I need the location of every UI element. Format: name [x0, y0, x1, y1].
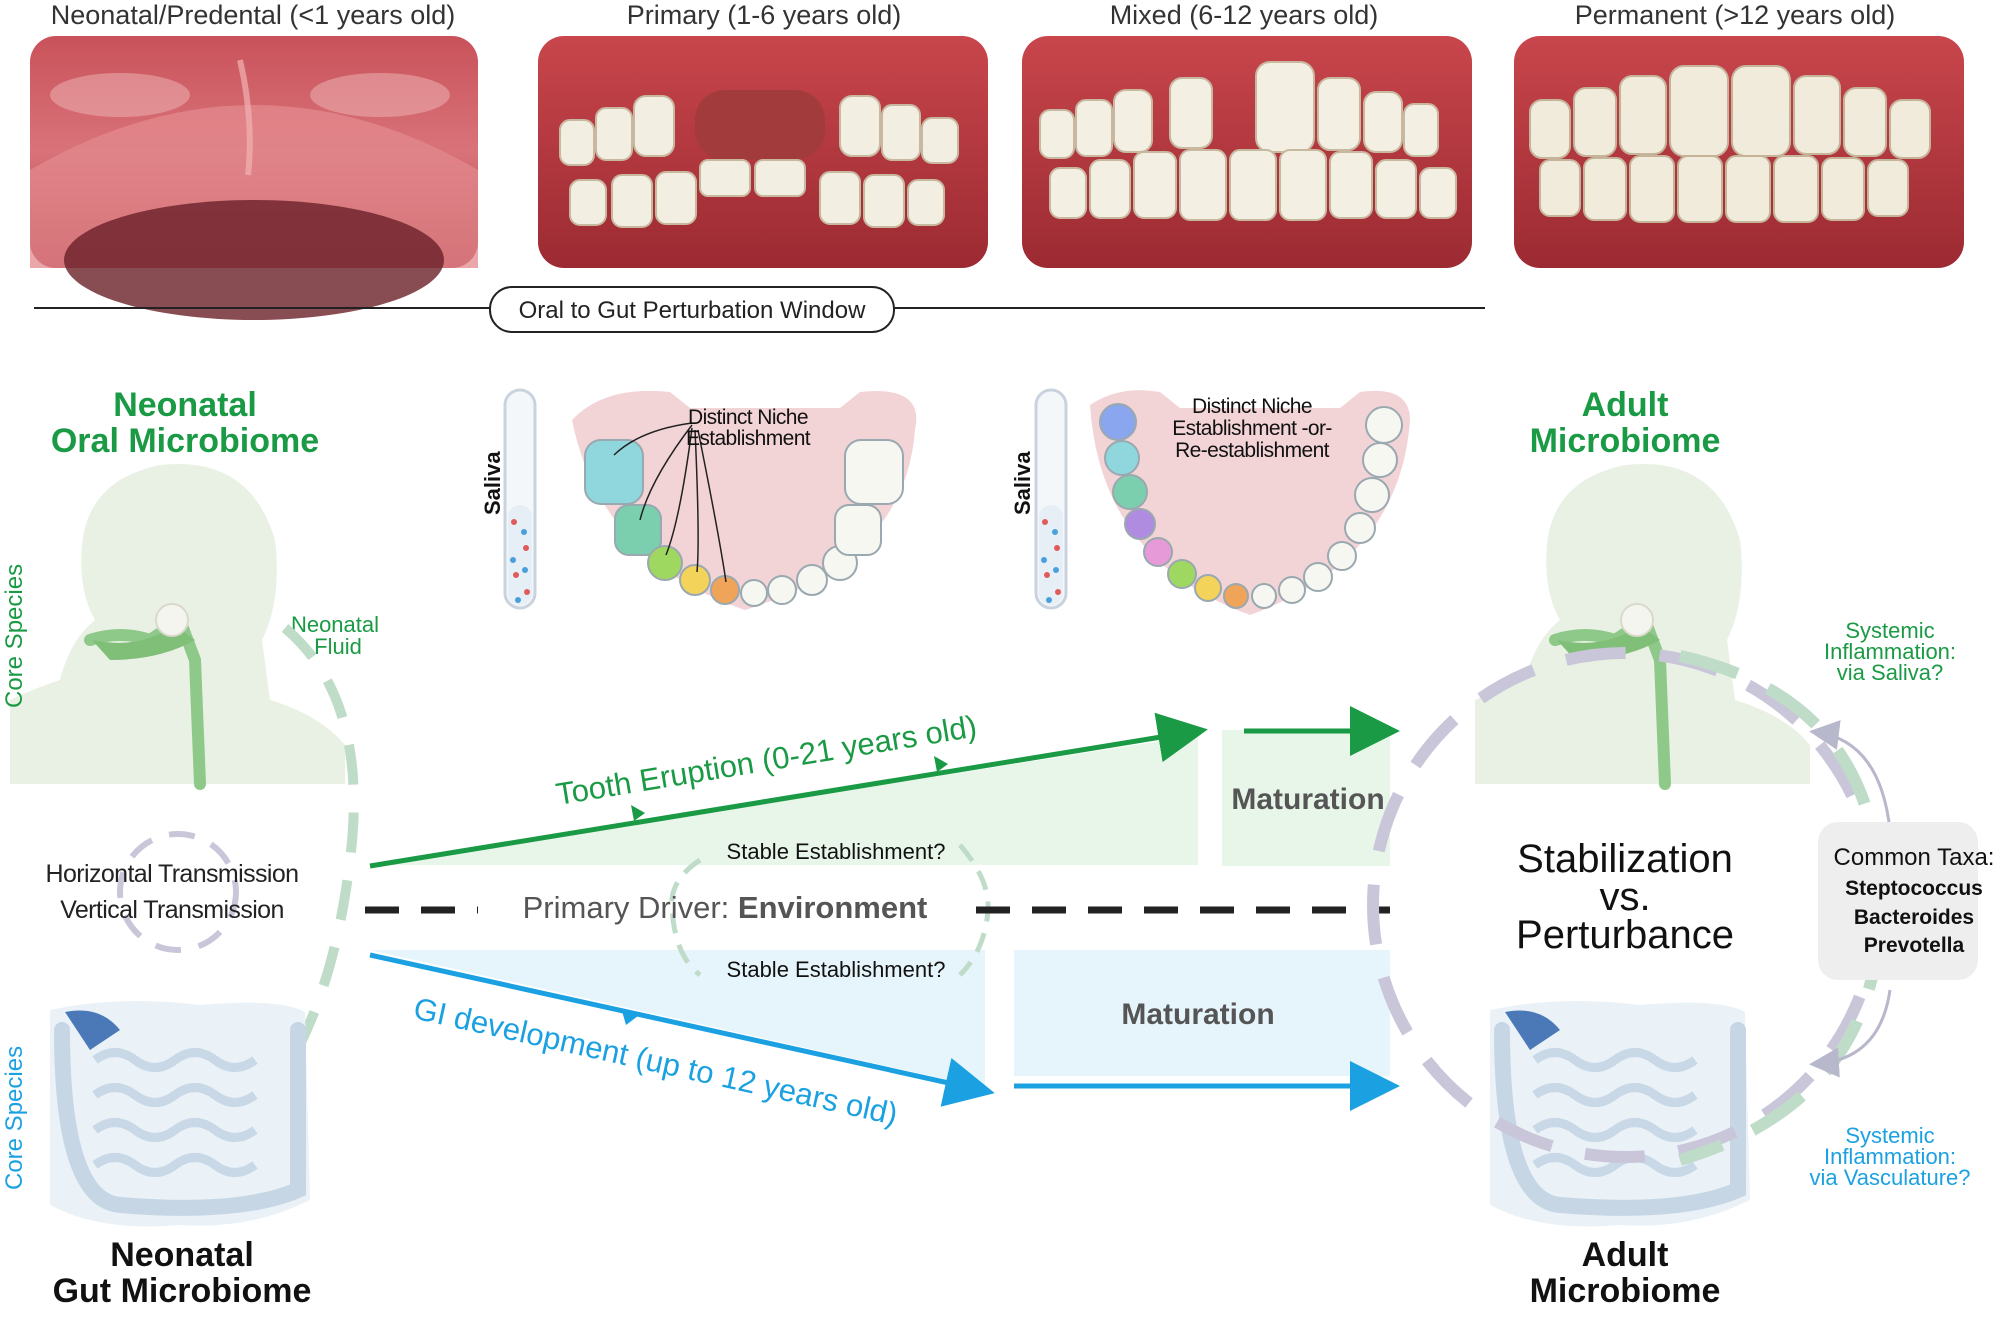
primary-driver-label: Primary Driver: Environment: [523, 890, 928, 925]
head-silhouette-icon-right: [1475, 463, 1810, 790]
saliva-label-2: Saliva: [1010, 451, 1035, 515]
adult-top-title-2: Microbiome: [1530, 422, 1721, 460]
niche-label-2b: Establishment -or-: [1172, 417, 1332, 440]
maturation-bottom-label: Maturation: [1121, 998, 1274, 1031]
stage-label-mixed: Mixed (6-12 years old): [1110, 0, 1379, 30]
neonatal-mouth-photo: [30, 36, 478, 320]
niche-label-2c: Re-establishment: [1175, 439, 1330, 462]
transmission-small-loop: [117, 831, 239, 953]
adult-top-title: Adult: [1582, 386, 1669, 424]
maturation-top-label: Maturation: [1231, 783, 1384, 816]
stabilization-center-bg: [1470, 830, 1770, 990]
primary-driver-value: Environment: [738, 890, 927, 925]
vs-label: vs.: [1599, 875, 1650, 919]
niche-label-1a: Distinct Niche: [688, 406, 808, 429]
core-species-top: Core Species: [1, 564, 28, 708]
tooth-eruption-arrowhead-mid2: [934, 756, 948, 772]
systemic-saliva-3: via Saliva?: [1837, 660, 1943, 685]
taxa-prevotella: Prevotella: [1864, 934, 1965, 957]
systemic-saliva-1: Systemic: [1845, 618, 1934, 643]
intestine-icon: [50, 1001, 310, 1227]
dental-arch-icon: [572, 390, 917, 610]
stage-label-primary: Primary (1-6 years old): [627, 0, 902, 30]
perturbation-window-pill: [489, 286, 895, 333]
neonatal-gut-title: Neonatal: [110, 1236, 254, 1274]
neonatal-fluid-label-2: Fluid: [314, 634, 362, 659]
systemic-vasc-arrow: [1809, 989, 1892, 1078]
mixed-teeth-photo: [1022, 36, 1472, 268]
systemic-vasc-3: via Vasculature?: [1809, 1165, 1970, 1190]
gi-development-arrow: [369, 952, 995, 1107]
common-taxa-title: Common Taxa:: [1834, 844, 1995, 871]
maturation-bottom-box: [1014, 950, 1390, 1076]
stabilization-label: Stabilization: [1517, 837, 1733, 881]
saliva-tube-icon-2: [1034, 388, 1068, 610]
stable-establishment-1: Stable Establishment?: [727, 839, 946, 864]
perturbance-label: Perturbance: [1516, 913, 1734, 957]
saliva-tube-icon: [503, 388, 537, 610]
intestine-icon-right: [1490, 1001, 1750, 1227]
niche-label-2a: Distinct Niche: [1192, 395, 1312, 418]
systemic-saliva-2: Inflammation:: [1824, 639, 1956, 664]
core-species-bottom: Core Species: [1, 1046, 28, 1190]
dental-arch-icon-2: [1090, 390, 1410, 615]
gi-development-fill: [370, 950, 985, 1088]
taxa-steptococcus: Steptococcus: [1845, 877, 1983, 900]
tooth-eruption-arrow: [369, 712, 1208, 869]
adult-bottom-title: Adult: [1582, 1236, 1669, 1274]
saliva-label-1: Saliva: [480, 451, 505, 515]
systemic-vasc-2: Inflammation:: [1824, 1144, 1956, 1169]
systemic-vasc-1: Systemic: [1845, 1123, 1934, 1148]
neonatal-oral-title-2: Oral Microbiome: [51, 422, 319, 460]
perturbation-window-label: Oral to Gut Perturbation Window: [519, 297, 866, 324]
neonatal-oral-title: Neonatal: [113, 386, 257, 424]
permanent-teeth-photo: [1514, 36, 1964, 268]
neonatal-gut-title-2: Gut Microbiome: [53, 1272, 312, 1310]
stage-label-permanent: Permanent (>12 years old): [1575, 0, 1895, 30]
tooth-eruption-arrowhead-mid1: [631, 805, 645, 821]
stage-label-neonatal: Neonatal/Predental (<1 years old): [51, 0, 456, 30]
neonatal-fluid-label: Neonatal: [291, 612, 379, 637]
gi-development-arrowhead-mid: [622, 1011, 638, 1025]
stable-establishment-2: Stable Establishment?: [727, 957, 946, 982]
primary-driver-prefix: Primary Driver:: [523, 890, 738, 925]
vertical-transmission: Vertical Transmission: [60, 896, 284, 924]
horizontal-transmission: Horizontal Transmission: [46, 860, 299, 888]
niche-label-1b: Establishment: [686, 427, 811, 450]
head-silhouette-icon: [10, 463, 345, 790]
taxa-bacteroides: Bacteroides: [1854, 906, 1974, 929]
common-taxa-box: [1818, 822, 1978, 980]
transmission-dashed-loop: [246, 624, 359, 1124]
primary-teeth-photo: [538, 36, 988, 268]
stabilization-dashed-arc-green: [1678, 650, 1887, 1166]
adult-bottom-title-2: Microbiome: [1530, 1272, 1721, 1310]
systemic-saliva-arrow: [1809, 720, 1892, 831]
